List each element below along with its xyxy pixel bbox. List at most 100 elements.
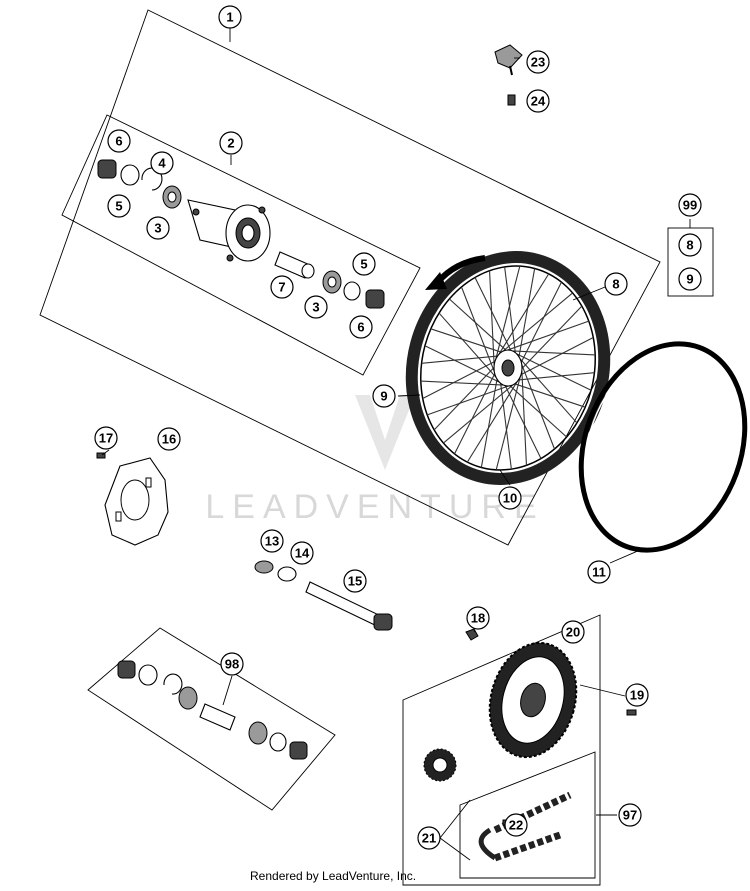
callout-7: 7 — [270, 275, 294, 299]
rear-wheel-part — [405, 251, 611, 485]
svg-text:9: 9 — [380, 389, 387, 404]
svg-text:8: 8 — [612, 277, 619, 292]
spoke — [480, 379, 498, 468]
svg-text:3: 3 — [154, 221, 161, 236]
watermark-text: LEADVENTURE — [205, 488, 544, 526]
svg-text:97: 97 — [623, 808, 637, 823]
spoke — [518, 372, 595, 381]
spoke — [427, 385, 509, 416]
spoke — [519, 358, 578, 424]
callout-19: 19 — [625, 683, 649, 707]
spoke — [502, 292, 573, 352]
callout-1: 1 — [218, 5, 242, 29]
svg-text:3: 3 — [312, 300, 319, 315]
spoke — [521, 370, 527, 466]
spoke — [474, 277, 512, 351]
spoke — [504, 385, 542, 459]
svg-text:13: 13 — [265, 534, 279, 549]
callout-23: 23 — [526, 50, 550, 74]
spoke — [421, 355, 498, 364]
spoke — [520, 281, 562, 363]
spoke — [500, 383, 512, 470]
rear-sprocket-part — [488, 641, 578, 759]
bearing-kit-parts — [117, 660, 308, 760]
callout-24: 24 — [526, 89, 550, 113]
callout-21: 21 — [417, 826, 441, 850]
sprocket-screw-part — [626, 709, 637, 716]
spoke — [509, 385, 567, 438]
callout-2: 2 — [219, 131, 243, 155]
callout-97: 97 — [618, 803, 642, 827]
svg-text:99: 99 — [683, 198, 697, 213]
svg-text:20: 20 — [566, 625, 580, 640]
spoke — [507, 320, 589, 351]
callout-9: 9 — [372, 384, 396, 408]
spoke — [518, 268, 536, 357]
spoke — [443, 384, 514, 444]
watermark: LEADVENTURE — [205, 395, 544, 526]
svg-text:24: 24 — [531, 94, 546, 109]
spoke — [466, 381, 518, 463]
valve-nut-part — [507, 94, 516, 106]
spoke — [454, 373, 496, 455]
svg-text:15: 15 — [348, 574, 362, 589]
callout-5b: 5 — [352, 252, 376, 276]
svg-text:98: 98 — [225, 657, 239, 672]
leader-lines — [101, 28, 691, 861]
seal-ring-right-part — [343, 281, 361, 301]
svg-text:14: 14 — [295, 546, 310, 561]
wheel-spindle-part — [305, 581, 386, 629]
svg-text:5: 5 — [115, 199, 122, 214]
callout-99: 99 — [678, 193, 702, 217]
svg-text:23: 23 — [531, 55, 545, 70]
callout-6b: 6 — [349, 315, 373, 339]
spoke — [504, 266, 516, 353]
svg-text:8: 8 — [686, 238, 693, 253]
spoke — [521, 305, 583, 369]
svg-text:6: 6 — [357, 320, 364, 335]
callout-20: 20 — [561, 620, 585, 644]
chain-kit-frame — [459, 751, 596, 879]
callout-4: 4 — [150, 151, 174, 175]
callout-22: 22 — [504, 813, 528, 837]
callout-17: 17 — [94, 426, 118, 450]
callout-13: 13 — [260, 529, 284, 553]
hub-parts — [97, 159, 385, 309]
hub-subassembly-frame — [61, 114, 421, 376]
spoke — [498, 273, 550, 355]
spoke — [516, 353, 592, 391]
svg-text:21: 21 — [422, 831, 436, 846]
svg-text:2: 2 — [227, 136, 234, 151]
callout-10: 10 — [498, 486, 522, 510]
spacer-left-part — [97, 159, 117, 179]
bearing-kit-frame — [87, 627, 336, 811]
svg-text:1: 1 — [226, 10, 233, 25]
svg-text:6: 6 — [115, 134, 122, 149]
svg-text:10: 10 — [503, 491, 517, 506]
rim-tape-part — [578, 341, 748, 553]
spokes-part — [420, 266, 596, 470]
spacer-right-part — [365, 289, 385, 309]
callout-18: 18 — [466, 606, 490, 630]
spoke — [512, 350, 596, 356]
callout-99-8: 8 — [678, 233, 702, 257]
svg-text:4: 4 — [158, 156, 166, 171]
svg-text:7: 7 — [278, 280, 285, 295]
spoke — [420, 380, 504, 386]
callout-98: 98 — [220, 652, 244, 676]
spoke — [520, 337, 594, 376]
rotation-arrowhead-icon — [425, 272, 447, 290]
spoke — [514, 383, 586, 408]
callout-3a: 3 — [146, 216, 170, 240]
spoke — [424, 345, 500, 383]
rim-lock-part — [494, 44, 523, 76]
callout-5a: 5 — [107, 194, 131, 218]
spoke — [422, 360, 496, 399]
svg-text:9: 9 — [686, 272, 693, 287]
collar-part — [254, 560, 274, 574]
callout-6a: 6 — [107, 129, 131, 153]
wheel-assembly-frame — [39, 9, 661, 546]
svg-text:16: 16 — [162, 432, 176, 447]
svg-text:22: 22 — [509, 818, 523, 833]
spoke — [433, 367, 495, 431]
